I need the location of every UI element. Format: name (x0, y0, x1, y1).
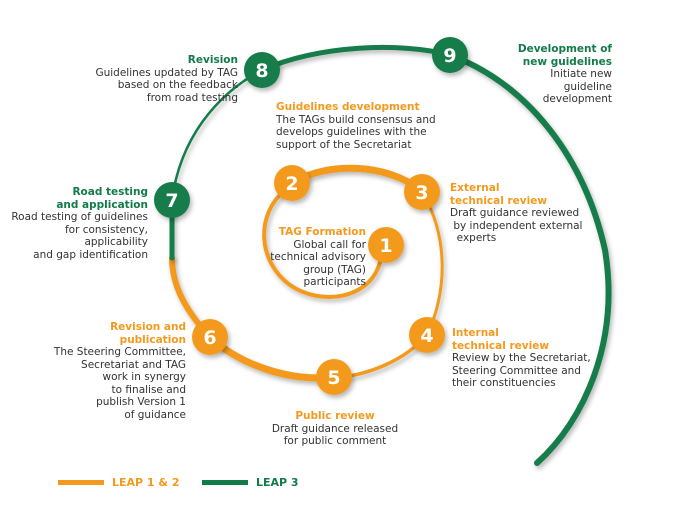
step-9-circle (432, 37, 468, 73)
step-2-label: Guidelines development The TAGs build co… (276, 101, 476, 151)
step-9-number: 9 (443, 45, 456, 67)
step-5-description: Draft guidance released for public comme… (271, 422, 399, 448)
step-2-title: Guidelines development (276, 101, 420, 113)
step-5-title: Public review (295, 410, 375, 422)
step-7-description: Road testing of guidelines for consisten… (11, 211, 148, 261)
legend-label-leap3: LEAP 3 (256, 476, 299, 489)
step-7-title: Road testing and application (56, 186, 148, 211)
spiral-segment-8-9 (259, 44, 453, 73)
step-3-title: External technical review (450, 182, 548, 207)
step-4-marker: 4 (409, 317, 445, 353)
legend-swatch-leap3 (202, 480, 248, 485)
spiral-segment-9-end (447, 52, 612, 466)
step-3-label: External technical review Draft guidance… (450, 182, 590, 245)
step-1-label: TAG Formation Global call for technical … (254, 226, 366, 289)
step-5-circle (316, 359, 352, 395)
step-1-circle (368, 227, 404, 263)
step-1-title: TAG Formation (278, 226, 366, 238)
step-3-description: Draft guidance reviewed by independent e… (450, 207, 583, 244)
step-3-circle (404, 174, 440, 210)
step-1-number: 1 (379, 235, 392, 257)
spiral-segment-5-6 (206, 333, 338, 382)
step-8-label: Revision Guidelines updated by TAG based… (60, 54, 238, 104)
step-2-circle (274, 165, 310, 201)
step-1-marker: 1 (368, 227, 404, 263)
step-7-number: 7 (165, 190, 178, 212)
step-4-description: Review by the Secretariat, Steering Comm… (452, 352, 591, 389)
step-3-number: 3 (415, 182, 428, 204)
step-4-circle (409, 317, 445, 353)
step-4-label: Internal technical review Review by the … (452, 327, 592, 390)
step-3-marker: 3 (404, 174, 440, 210)
step-5-label: Public review Draft guidance released fo… (260, 410, 410, 448)
step-5-marker: 5 (316, 359, 352, 395)
step-4-number: 4 (420, 325, 433, 347)
step-8-description: Guidelines updated by TAG based on the f… (95, 66, 238, 104)
step-6-label: Revision and publication The Steering Co… (40, 321, 186, 421)
step-6-circle (192, 319, 228, 355)
legend-item-leap3: LEAP 3 (202, 476, 299, 489)
step-9-description: Initiate new guideline development (542, 68, 612, 105)
step-8-circle (244, 52, 280, 88)
spiral-segment-7-8 (170, 68, 264, 202)
step-7-circle (154, 182, 190, 218)
step-9-marker: 9 (432, 37, 468, 73)
step-1-description: Global call for technical advisory group… (270, 238, 366, 289)
spiral-segment-2-3 (288, 164, 424, 194)
step-2-number: 2 (285, 173, 298, 195)
step-9-title: Development of new guidelines (517, 43, 612, 68)
spiral-path-leap3 (169, 44, 612, 466)
legend-swatch-leap12 (58, 480, 104, 485)
step-9-label: Development of new guidelines Initiate n… (470, 43, 612, 106)
spiral-segment-1-2 (262, 188, 382, 299)
step-8-marker: 8 (244, 52, 280, 88)
legend-item-leap12: LEAP 1 & 2 (58, 476, 180, 489)
legend-label-leap12: LEAP 1 & 2 (112, 476, 180, 489)
step-2-description: The TAGs build consensus and develops gu… (276, 113, 436, 151)
step-2-marker: 2 (274, 165, 310, 201)
step-8-title: Revision (187, 54, 238, 66)
step-5-number: 5 (327, 367, 340, 389)
step-7-marker: 7 (154, 182, 190, 218)
step-6-marker: 6 (192, 319, 228, 355)
step-6-description: The Steering Committee, Secretariat and … (53, 346, 186, 421)
step-4-title: Internal technical review (452, 327, 550, 352)
step-7-label: Road testing and application Road testin… (0, 186, 148, 261)
step-6-number: 6 (203, 327, 216, 349)
spiral-segment-3-4 (420, 190, 444, 337)
step-6-title: Revision and publication (110, 321, 186, 346)
step-8-number: 8 (255, 60, 268, 82)
